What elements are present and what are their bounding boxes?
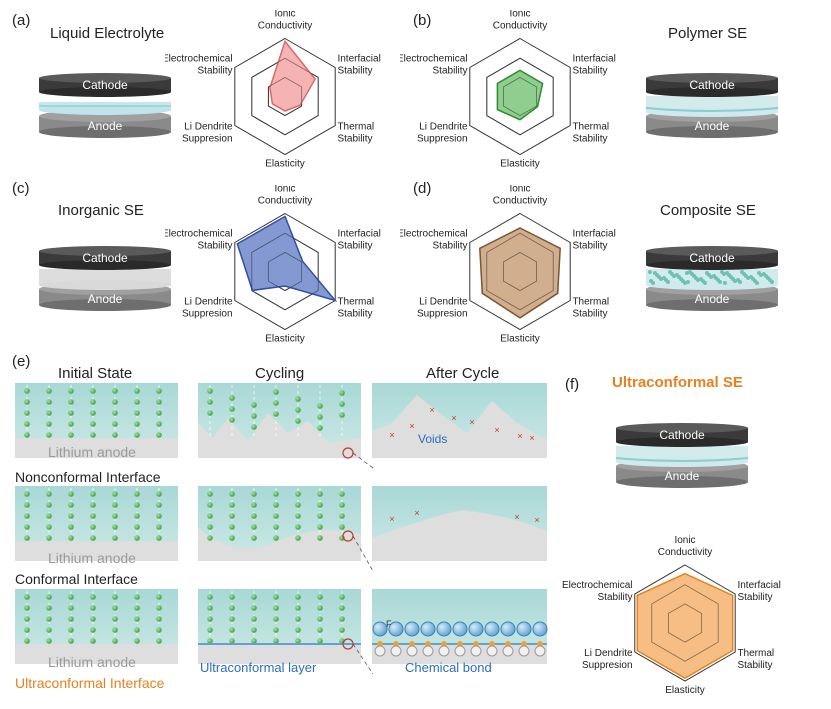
- radar-axis-label-elasticity: Elasticity: [265, 334, 304, 345]
- lithium-anode-label-3: Lithium anode: [48, 654, 136, 670]
- svg-text:×: ×: [389, 430, 394, 440]
- cathode-label: Cathode: [82, 78, 128, 92]
- radar-area: [496, 69, 544, 121]
- svg-text:×: ×: [429, 405, 434, 415]
- svg-text:×: ×: [469, 417, 474, 427]
- svg-text:×: ×: [389, 514, 394, 524]
- panel-b-title: Polymer SE: [668, 25, 748, 42]
- svg-text:×: ×: [514, 512, 519, 522]
- anode-label: Anode: [88, 292, 123, 306]
- row-conformal-label: Conformal Interface: [15, 571, 138, 587]
- panel-c-letter: (c): [12, 180, 30, 197]
- svg-text:×: ×: [534, 515, 539, 525]
- col-after-title: After Cycle: [426, 365, 500, 382]
- anode-label: Anode: [695, 119, 730, 133]
- anode-label: Anode: [88, 119, 123, 133]
- svg-text:×: ×: [517, 431, 522, 441]
- cathode-label: Cathode: [659, 428, 705, 442]
- panel-b-letter: (b): [413, 12, 432, 29]
- chemical-bond-label: Chemical bond: [405, 660, 492, 675]
- svg-text:×: ×: [529, 433, 534, 443]
- panel-c-title: Inorganic SE: [58, 202, 144, 219]
- lithium-anode-label-1: Lithium anode: [48, 444, 136, 460]
- cathode-label: Cathode: [689, 78, 735, 92]
- voids-label: Voids: [418, 432, 448, 446]
- row-nonconformal-label: Nonconformal Interface: [15, 469, 161, 485]
- panel-d-title: Composite SE: [660, 202, 756, 219]
- lithium-anode-label-2: Lithium anode: [48, 550, 136, 566]
- panel-d-letter: (d): [413, 180, 432, 197]
- radar-axis-label-elasticity: Elasticity: [500, 159, 539, 170]
- radar-area: [479, 227, 561, 319]
- svg-text:×: ×: [409, 421, 414, 431]
- col-cycling-title: Cycling: [255, 365, 305, 382]
- radar-area: [269, 39, 317, 112]
- panel-a-title: Liquid Electrolyte: [50, 25, 165, 42]
- ultraconformal-layer-label: Ultraconformal layer: [200, 660, 317, 675]
- panel-a-letter: (a): [12, 12, 31, 29]
- col-initial-title: Initial State: [58, 365, 133, 382]
- radar-area: [236, 215, 338, 302]
- fluorine-label: F: [386, 619, 392, 629]
- panel-f-letter: (f): [565, 376, 580, 393]
- panel-e-letter: (e): [12, 353, 31, 370]
- anode-label: Anode: [665, 469, 700, 483]
- svg-text:×: ×: [494, 425, 499, 435]
- svg-text:×: ×: [414, 508, 419, 518]
- svg-text:×: ×: [451, 413, 456, 423]
- panel-f-title: Ultraconformal SE: [612, 374, 743, 391]
- radar-axis-label-elasticity: Elasticity: [265, 159, 304, 170]
- cathode-label: Cathode: [82, 251, 128, 265]
- interface-schematic: × × × × × × × × × × × ×: [15, 383, 548, 675]
- cathode-label: Cathode: [689, 251, 735, 265]
- radar-axis-label-elasticity: Elasticity: [500, 334, 539, 345]
- anode-label: Anode: [695, 292, 730, 306]
- radar-axis-label-elasticity: Elasticity: [665, 685, 704, 696]
- radar-area: [636, 572, 734, 679]
- row-ultraconformal-label: Ultraconformal Interface: [15, 675, 165, 691]
